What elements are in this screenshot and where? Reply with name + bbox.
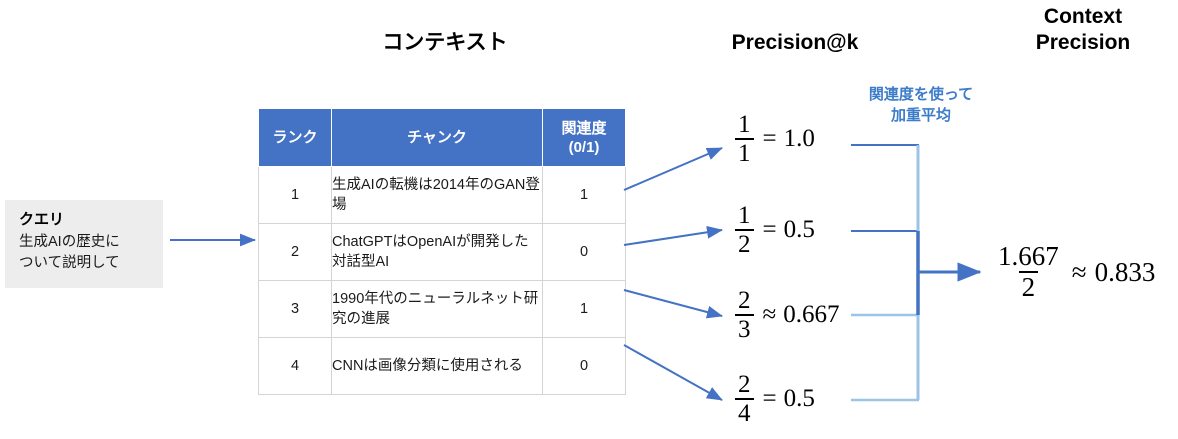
arrow-row4-to-precision4 [623,344,723,401]
fraction-1: 1 1 [735,112,754,166]
precision-at-k-3: 2 3 ≈ 0.667 [735,288,839,342]
fraction-4: 2 4 [735,372,754,426]
result-value: 0.833 [1094,256,1156,287]
cell-chunk: CNNは画像分類に使用される [331,337,543,395]
fraction-denominator: 4 [735,398,754,426]
precision-at-k-4: 2 4 = 0.5 [735,372,815,426]
arrow-row2-to-precision2 [623,225,723,246]
cell-rank: 4 [258,337,332,395]
page-title-context-precision: Context Precision [1035,5,1131,54]
precision-at-k-2: 1 2 = 0.5 [735,203,815,257]
arrow-row3-to-precision3 [623,289,723,319]
table-row: 4 CNNは画像分類に使用される 0 [258,337,626,395]
page-title-context: コンテキスト [382,31,508,54]
table-row: 2 ChatGPTはOpenAIが開発した対話型AI 0 [258,223,626,281]
arrow-row1-to-precision1 [623,147,723,191]
cell-relevance: 0 [542,337,626,395]
cell-chunk: ChatGPTはOpenAIが開発した対話型AI [331,223,543,281]
precision-value: 0.667 [783,301,840,328]
column-header-relevance: 関連度 (0/1) [542,108,626,167]
fraction-2: 1 2 [735,203,754,257]
relation-sign: ≈ [762,301,777,328]
fraction-denominator: 1 [735,138,754,166]
relation-sign: = [762,216,777,243]
relation-sign: = [762,125,777,152]
result-denominator: 2 [1018,271,1039,301]
page-title-precision-at-k: Precision@k [731,31,859,54]
cell-chunk: 生成AIの転機は2014年のGAN登場 [331,166,543,224]
table-header-row: ランク チャンク 関連度 (0/1) [258,108,626,167]
fraction-numerator: 2 [738,371,751,398]
fraction-numerator: 1 [738,202,751,229]
table-row: 3 1990年代のニューラルネット研究の進展 1 [258,280,626,338]
context-precision-result: 1.667 2 ≈ 0.833 [995,243,1155,301]
fraction-numerator: 2 [738,287,751,314]
result-fraction: 1.667 2 [995,243,1062,301]
precision-value: 1.0 [783,125,815,152]
weighted-average-note: 関連度を使って 加重平均 [868,86,974,124]
cell-relevance: 0 [542,223,626,281]
fraction-denominator: 3 [735,314,754,342]
precision-value: 0.5 [783,385,815,412]
column-header-chunk: チャンク [331,108,543,167]
relation-sign: = [762,385,777,412]
fraction-numerator: 1 [738,111,751,138]
result-numerator: 1.667 [998,241,1059,271]
cell-rank: 2 [258,223,332,281]
cell-rank: 3 [258,280,332,338]
cell-rank: 1 [258,166,332,224]
cell-chunk: 1990年代のニューラルネット研究の進展 [331,280,543,338]
result-relation-sign: ≈ [1071,256,1087,287]
query-box: クエリ 生成AIの歴史に ついて説明して [5,200,163,288]
query-text: 生成AIの歴史に ついて説明して [19,234,120,271]
cell-relevance: 1 [542,280,626,338]
fraction-denominator: 2 [735,229,754,257]
context-table: ランク チャンク 関連度 (0/1) 1 生成AIの転機は2014年のGAN登場… [258,108,626,395]
precision-at-k-1: 1 1 = 1.0 [735,112,815,166]
query-label: クエリ [19,211,65,228]
fraction-3: 2 3 [735,288,754,342]
column-header-rank: ランク [258,108,332,167]
precision-value: 0.5 [783,216,815,243]
table-row: 1 生成AIの転機は2014年のGAN登場 1 [258,166,626,224]
cell-relevance: 1 [542,166,626,224]
